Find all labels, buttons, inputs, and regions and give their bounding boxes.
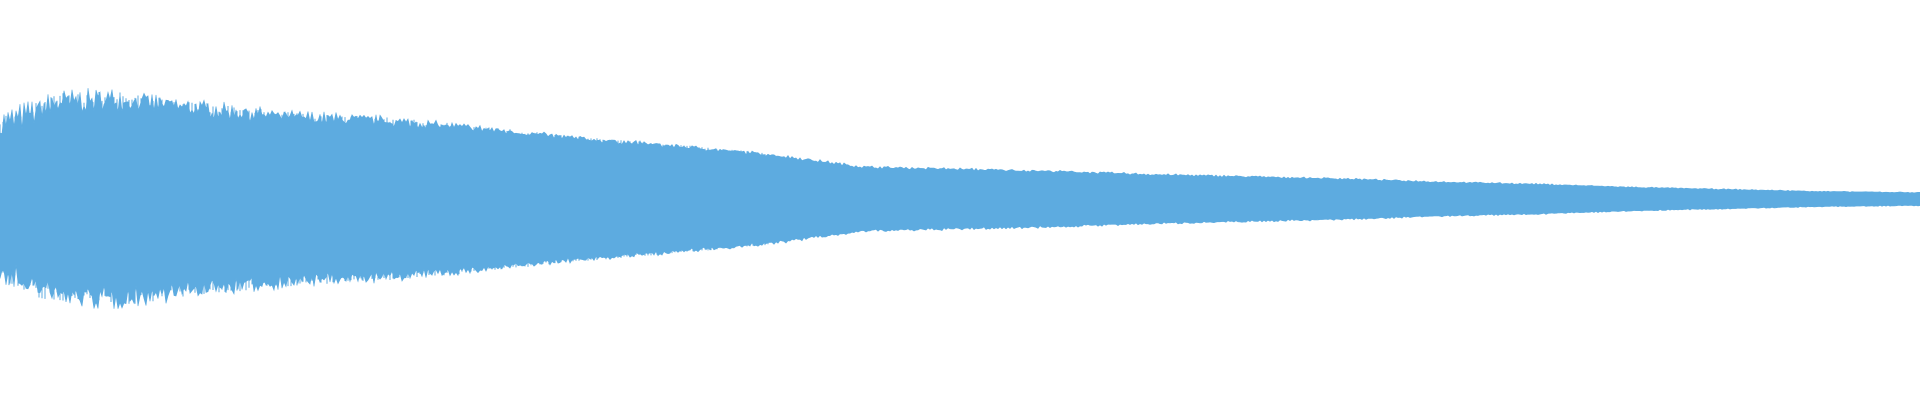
waveform-plot-area — [0, 88, 1920, 309]
